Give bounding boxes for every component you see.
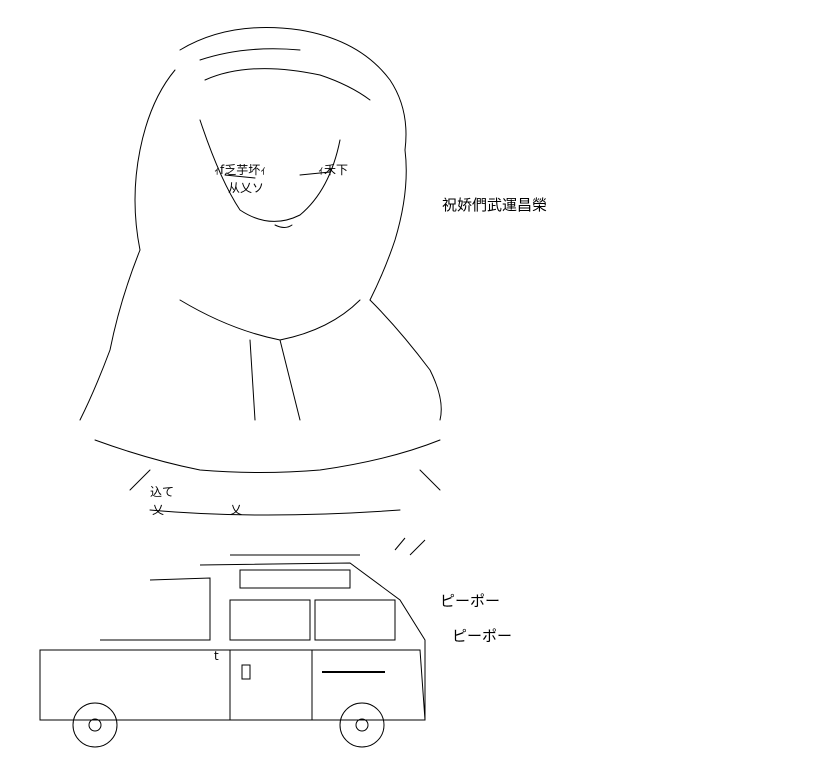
art-text-kanji-4: 込て (150, 485, 174, 499)
body-right-outline (369, 299, 442, 421)
shop-sign-caption: 祝娇們武運昌榮 (442, 196, 548, 214)
siren-caption-1: ピーポー (440, 592, 501, 610)
face-outline (199, 119, 341, 222)
ambulance-rear-wheel (339, 702, 385, 748)
hair-right-line (369, 149, 407, 301)
ambulance-handle (241, 664, 251, 680)
ambulance-windshield (100, 577, 211, 641)
ambulance-side-window-2 (314, 599, 396, 641)
lap-line (94, 439, 441, 473)
ambulance-front-wheel (72, 702, 118, 748)
ambulance-body (39, 649, 426, 721)
body-left-outline (79, 249, 141, 421)
siren-caption-2: ピーポー (452, 627, 513, 645)
left-eye (224, 174, 256, 179)
hand-right (419, 469, 441, 491)
bangs-line (204, 68, 371, 101)
tie-line-2 (279, 339, 301, 421)
art-text-kanji-6: 乂 (230, 503, 242, 517)
ambulance-roof-line (199, 562, 426, 720)
ambulance-side-window-1 (229, 599, 311, 641)
hand-left (129, 469, 151, 491)
hairband-line (199, 48, 301, 61)
ambulance-rear-hub (355, 718, 369, 732)
ambulance-label: t (214, 649, 219, 663)
siren-mark-2 (409, 539, 426, 556)
ambulance-upper-window (239, 569, 351, 589)
art-text-kanji-2: ｨ禾下 (318, 163, 348, 177)
right-eye (299, 171, 331, 176)
art-text-kanji-3: 从乂ソ (228, 181, 264, 195)
tie-line (249, 339, 256, 421)
art-text-kanji-1: ｨf乏芋坏ｨ (214, 163, 266, 177)
mouth (274, 224, 293, 228)
art-text-kanji-5: 乂 (152, 503, 164, 517)
hair-top-line (179, 27, 407, 151)
skirt-hem (149, 509, 401, 516)
ambulance-front-hub (88, 718, 102, 732)
siren-mark-1 (394, 537, 406, 551)
hair-left-line (134, 69, 176, 251)
